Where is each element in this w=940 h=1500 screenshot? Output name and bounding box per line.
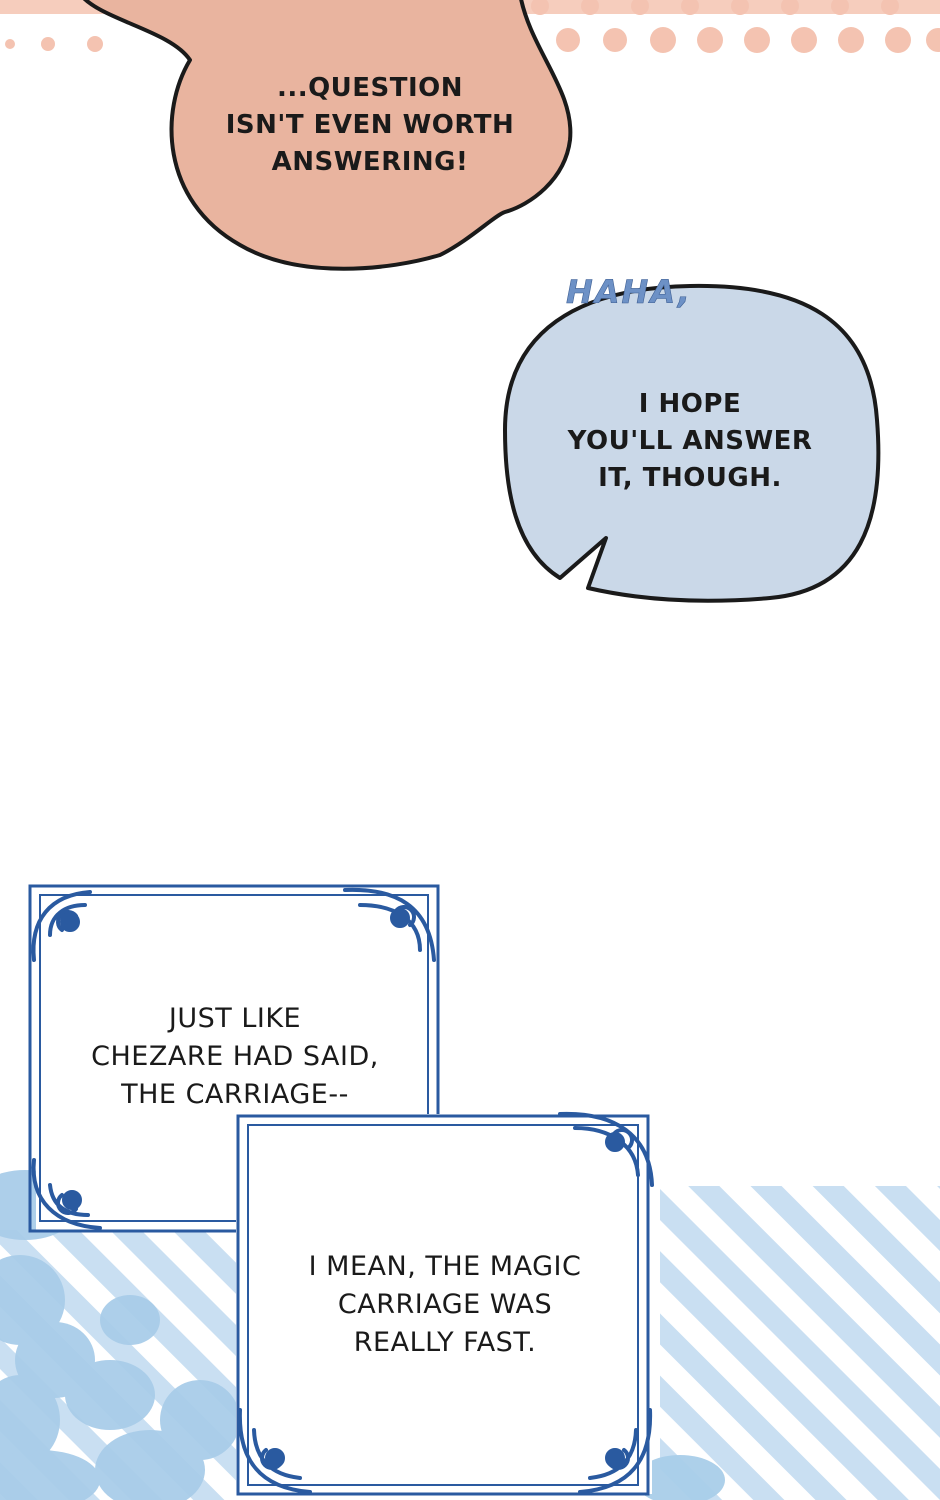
frame-ornaments bbox=[31, 887, 654, 1494]
pink-speech-bubble bbox=[83, 0, 573, 271]
narration-2-line-3: REALLY FAST. bbox=[353, 1327, 537, 1358]
pink-bubble-line-3: ANSWERING! bbox=[271, 147, 469, 177]
haha-sfx: HAHA, bbox=[566, 273, 692, 312]
blue-bubble-line-1: I HOPE bbox=[638, 389, 742, 419]
blue-bubble-text: I HOPE YOU'LL ANSWER IT, THOUGH. bbox=[560, 386, 820, 497]
pink-bubble-line-1: ...QUESTION bbox=[276, 73, 464, 103]
narration-2-line-2: CARRIAGE WAS bbox=[337, 1289, 553, 1320]
narration-1-line-2: CHEZARE HAD SAID, bbox=[91, 1041, 379, 1072]
narration-frame-2 bbox=[236, 1114, 652, 1496]
narration-1-line-3: THE CARRIAGE-- bbox=[121, 1079, 349, 1110]
bottom-background bbox=[0, 1170, 940, 1500]
blue-speech-bubble bbox=[503, 283, 881, 603]
blue-bubble-line-2: YOU'LL ANSWER bbox=[567, 426, 813, 456]
narration-2-text: I MEAN, THE MAGIC CARRIAGE WAS REALLY FA… bbox=[275, 1248, 615, 1362]
narration-1-text: JUST LIKE CHEZARE HAD SAID, THE CARRIAGE… bbox=[70, 1000, 400, 1114]
blue-bubble-line-3: IT, THOUGH. bbox=[598, 463, 782, 493]
narration-2-line-1: I MEAN, THE MAGIC bbox=[308, 1251, 582, 1282]
narration-1-line-1: JUST LIKE bbox=[168, 1003, 302, 1034]
pink-bubble-text: ...QUESTION ISN'T EVEN WORTH ANSWERING! bbox=[220, 70, 520, 181]
pink-bubble-line-2: ISN'T EVEN WORTH bbox=[225, 110, 515, 140]
